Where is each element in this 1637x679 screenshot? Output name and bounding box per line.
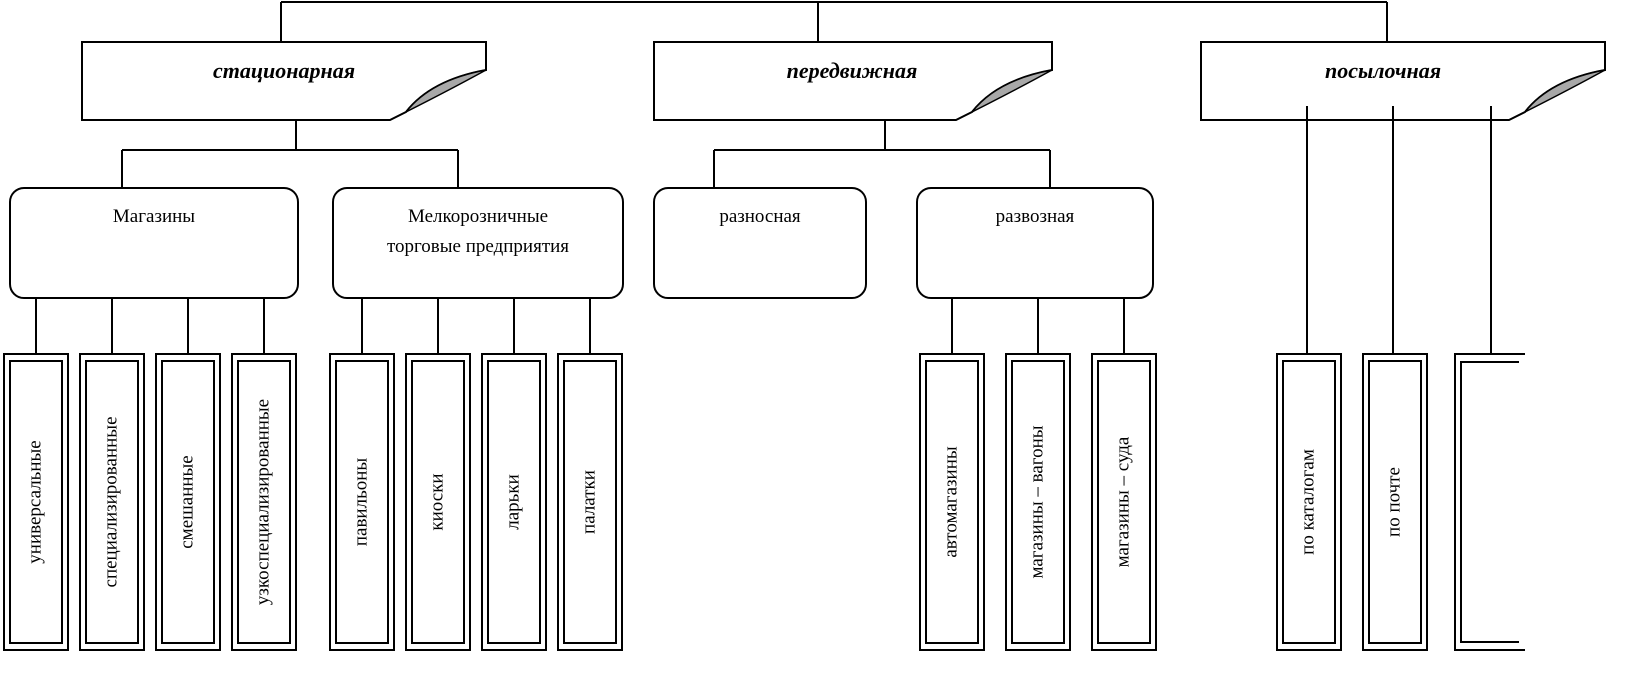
leaf-inner-frame <box>925 360 979 644</box>
leaf-label: автомагазины <box>940 446 961 558</box>
leaf-label: по почте <box>1383 467 1404 537</box>
subgroup-2-2: развозная автомагазины магазины – вагоны ма… <box>916 187 1157 651</box>
leaf-box: по почте <box>1362 353 1428 651</box>
category-label: стационарная <box>213 58 355 83</box>
leaf-label: киоски <box>426 473 447 530</box>
mail-order-leaves: по каталогам по почте <box>1276 353 1525 651</box>
subgroup-box <box>653 187 867 299</box>
leaf-inner-frame <box>237 360 291 644</box>
leaf-inner-frame <box>335 360 389 644</box>
leaf-box: магазины – вагоны <box>1005 353 1071 651</box>
leaf-box: по каталогам <box>1276 353 1342 651</box>
leaf-label: ларьки <box>502 474 523 529</box>
leaf-inner-frame <box>1097 360 1151 644</box>
leaf-inner-frame <box>563 360 617 644</box>
leaf-label: палатки <box>578 470 599 534</box>
leaf-outer-frame <box>1091 353 1157 651</box>
leaf-box: автомагазины <box>919 353 985 651</box>
category-label: посылочная <box>1325 58 1441 83</box>
leaf-box: смешанные <box>155 353 221 651</box>
page-curl-icon <box>1508 69 1606 121</box>
subgroup-1-2: Мелкорозничные торговые предприятия павиль… <box>329 187 624 651</box>
subgroup-box <box>332 187 624 299</box>
leaf-box: ларьки <box>481 353 547 651</box>
leaf-outer-frame <box>155 353 221 651</box>
subgroup-label: разносная <box>719 206 801 227</box>
leaf-inner-frame <box>487 360 541 644</box>
leaf-label: узкоспециализированные <box>252 399 273 605</box>
leaf-box: узкоспециализированные <box>231 353 297 651</box>
subgroup-box <box>916 187 1154 299</box>
leaf-label: по каталогам <box>1297 449 1318 555</box>
leaf-inner-frame <box>1282 360 1336 644</box>
leaf-outer-frame <box>329 353 395 651</box>
leaf-outer-frame <box>231 353 297 651</box>
subgroup-label: торговые предприятия <box>387 236 569 257</box>
leaf-label: магазины – суда <box>1112 436 1133 567</box>
category-2: передвижная <box>653 41 1053 121</box>
subgroup-box <box>9 187 299 299</box>
leaf-outer-frame <box>919 353 985 651</box>
leaf-inner-frame <box>9 360 63 644</box>
category-3: посылочная <box>1200 41 1606 121</box>
leaf-box: магазины – суда <box>1091 353 1157 651</box>
leaf-inner-frame <box>85 360 139 644</box>
subgroup-label: Мелкорозничные <box>408 206 548 227</box>
leaf-outer-frame <box>3 353 69 651</box>
leaf-outer-frame <box>481 353 547 651</box>
leaf-inner-frame <box>1368 360 1422 644</box>
leaf-bracket <box>1454 353 1525 651</box>
leaf-bracket-inner <box>1460 361 1519 643</box>
leaf-label: павильоны <box>350 458 371 547</box>
leaf-inner-frame <box>1011 360 1065 644</box>
leaf-box: специализированные <box>79 353 145 651</box>
leaf-box: палатки <box>557 353 623 651</box>
leaf-label: магазины – вагоны <box>1026 425 1047 578</box>
leaf-outer-frame <box>1362 353 1428 651</box>
leaf-label: специализированные <box>100 417 121 588</box>
category-1: стационарная <box>81 41 487 121</box>
leaf-box: универсальные <box>3 353 69 651</box>
subgroup-1-1: Магазины универсальные специализированные с… <box>3 187 299 651</box>
leaf-label: смешанные <box>176 455 197 549</box>
subgroup-label: Магазины <box>113 206 195 227</box>
subgroup-label: развозная <box>996 206 1075 227</box>
leaf-outer-frame <box>1276 353 1342 651</box>
category-label: передвижная <box>787 58 918 83</box>
leaf-label: универсальные <box>24 440 45 563</box>
leaf-outer-frame <box>405 353 471 651</box>
leaf-box: павильоны <box>329 353 395 651</box>
page-curl-icon <box>955 69 1053 121</box>
subgroup-2-1: разносная <box>653 187 867 299</box>
leaf-inner-frame <box>161 360 215 644</box>
page-curl-icon <box>389 69 487 121</box>
leaf-box: киоски <box>405 353 471 651</box>
leaf-inner-frame <box>411 360 465 644</box>
